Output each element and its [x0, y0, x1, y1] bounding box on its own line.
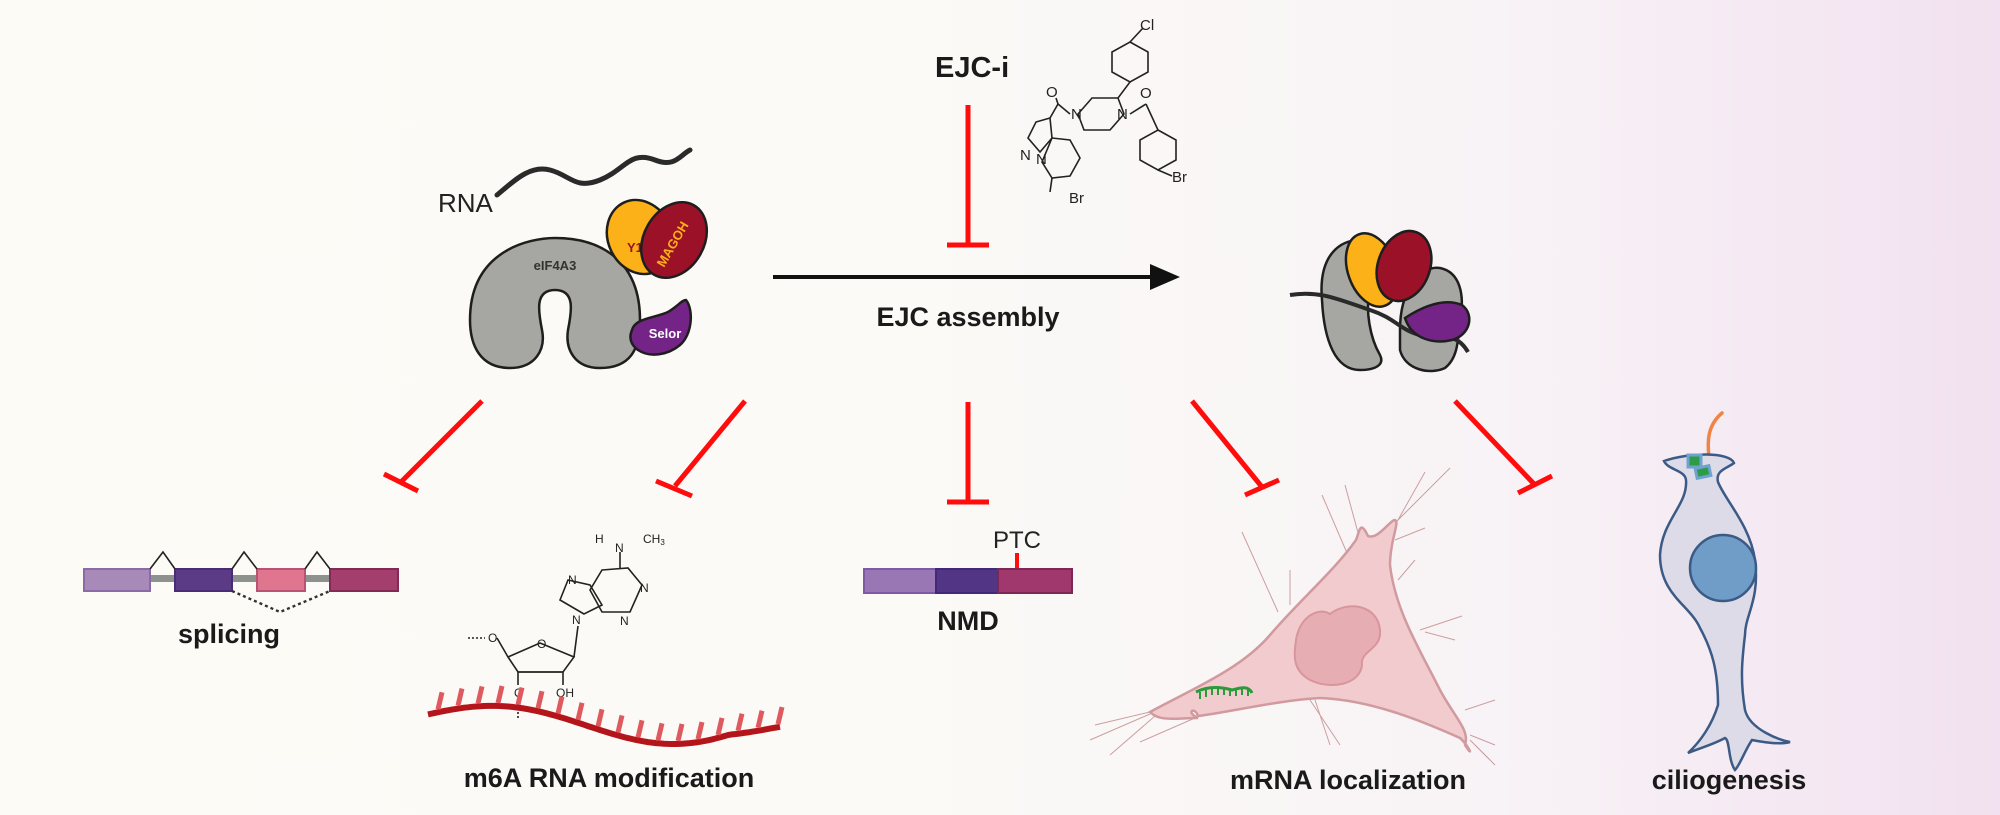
nmd-label: NMD — [937, 606, 999, 636]
rna-base — [435, 691, 445, 710]
inhibition-to-m6a — [655, 399, 747, 499]
cilium — [1706, 411, 1724, 459]
n-atom: N — [1020, 147, 1031, 164]
n-atom: N — [572, 613, 581, 627]
ejc-assembly-label: EJC assembly — [876, 302, 1059, 332]
inhibition-to-ciliogenesis — [1453, 399, 1554, 496]
o-atom: O — [537, 637, 546, 651]
fibroblast-cell — [1089, 467, 1496, 766]
localized-mrna-bases — [1199, 688, 1249, 699]
rna-backbone — [427, 702, 781, 747]
basal-body — [1693, 463, 1713, 481]
rna-base — [695, 721, 705, 740]
ejc-assembly-arrow — [773, 264, 1180, 290]
bromine-atom: Br — [1069, 190, 1084, 207]
m6a-rna-strand — [427, 685, 785, 747]
o-atom: O — [1046, 84, 1058, 101]
rna-strand — [494, 147, 693, 198]
basal-body — [1686, 453, 1703, 469]
bromine-atom: Br — [1172, 169, 1187, 186]
ejc-i-label: EJC-i — [935, 52, 1009, 84]
nmd-transcript — [863, 553, 1073, 594]
o-atom: O — [1140, 85, 1152, 102]
eif4a3-label: eIF4A3 — [534, 258, 577, 273]
rna-base — [555, 695, 565, 715]
rna-base — [575, 702, 585, 721]
rna-base — [715, 717, 725, 736]
ciliated-cell — [1658, 411, 1791, 772]
rna-base — [755, 710, 765, 729]
rna-base — [595, 708, 605, 727]
nucleus — [1688, 533, 1758, 603]
rna-base — [535, 690, 545, 709]
rna-base — [475, 685, 485, 704]
ptc-label: PTC — [993, 527, 1041, 554]
rna-base — [455, 688, 465, 707]
rna-base — [655, 722, 665, 741]
rna-base — [675, 723, 685, 742]
n-atom: N — [1117, 106, 1128, 123]
rna-base — [495, 685, 505, 704]
rna-base — [775, 706, 785, 725]
h-atom: H — [595, 532, 604, 546]
selor-label: Selor — [649, 326, 682, 341]
m6a-label: m6A RNA modification — [464, 763, 755, 793]
ejc-i-chemical-structure: Cl N N O N N Br O Br — [1020, 17, 1187, 207]
assembled-ejc-complex — [1289, 229, 1471, 373]
rna-base — [735, 713, 745, 732]
localized-mrna — [1195, 686, 1254, 694]
rna-base — [515, 687, 525, 706]
n-atom: N — [615, 541, 624, 555]
rna-label: RNA — [438, 188, 494, 218]
n-atom: N — [620, 614, 629, 628]
ejc-i-inhibition-bar — [947, 105, 989, 248]
eif4a3-protein: eIF4A3 — [468, 236, 642, 370]
splicing-diagram — [83, 550, 399, 614]
rna-base — [615, 714, 625, 733]
inhibition-to-mrna-localization — [1190, 399, 1281, 498]
chlorine-atom: Cl — [1140, 17, 1154, 34]
o-atom: O — [488, 631, 497, 645]
n-atom: N — [1036, 151, 1047, 168]
m6a-chemical-structure: O O O OH N N N N N H CH3 — [468, 532, 665, 718]
n-atom: N — [640, 581, 649, 595]
oh-group: OH — [556, 686, 574, 700]
rna-base — [635, 719, 645, 738]
n-atom: N — [1071, 106, 1082, 123]
mrna-localization-label: mRNA localization — [1230, 765, 1466, 795]
magoh-protein: MAGOH — [639, 201, 709, 279]
selor-protein: Selor — [629, 298, 693, 356]
ciliogenesis-label: ciliogenesis — [1652, 765, 1807, 795]
inhibition-to-splicing — [382, 399, 484, 494]
n-atom: N — [568, 573, 577, 587]
methyl-group: CH3 — [643, 532, 665, 547]
splicing-label: splicing — [178, 619, 280, 649]
inhibition-to-nmd — [947, 402, 989, 505]
